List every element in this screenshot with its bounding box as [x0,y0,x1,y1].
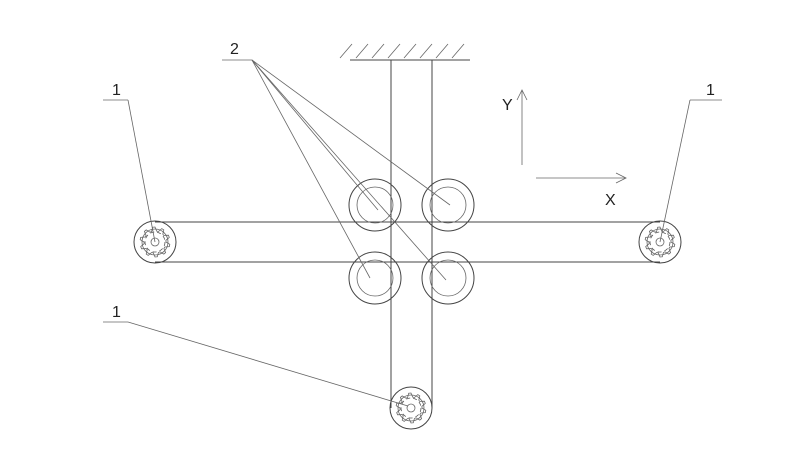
drive-sprocket-right [638,220,682,264]
leaders-pulley [222,59,451,281]
label-drive-left: 1 [112,82,121,99]
vertical-belt [390,60,433,408]
axis-x-arrow [536,172,627,184]
pulley-top-left [348,178,402,232]
sprocket-teeth [395,392,427,424]
pulley-bottom-left [348,251,402,305]
drive-sprocket-bottom [389,386,433,430]
sprocket-teeth [644,226,676,258]
fixed-support [339,43,470,61]
label-pulley: 2 [230,41,239,58]
axis-x-label: X [605,192,616,209]
horizontal-belt [155,221,660,263]
axis-y-arrow [516,89,528,165]
pulley-top-right [421,178,475,232]
sprocket-teeth [139,226,171,258]
pulley-bottom-right [421,251,475,305]
axis-y-label: Y [502,97,513,114]
drive-sprocket-left [133,220,177,264]
label-drive-bottom: 1 [112,304,121,321]
leaders-drive [103,99,722,407]
label-drive-right: 1 [706,82,715,99]
